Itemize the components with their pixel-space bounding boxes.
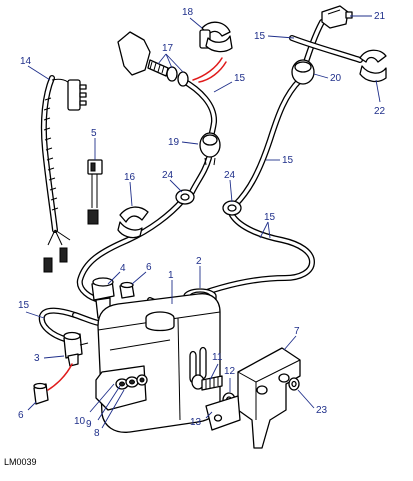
diagram-code: LM0039: [4, 457, 37, 467]
callout-2: 2: [196, 256, 202, 267]
callout-19: 19: [168, 137, 180, 148]
callout-12: 12: [224, 366, 236, 377]
callout-11: 11: [212, 352, 223, 363]
highlight-lines: [47, 57, 227, 391]
callout-20: 20: [330, 73, 342, 84]
callouts: 1 2 3 4 5 6 6 7 8 9 10 11 12: [18, 7, 386, 439]
callout-15a: 15: [234, 73, 246, 84]
part-22-clip: [359, 49, 387, 83]
callout-4: 4: [120, 263, 126, 274]
callout-15e: 15: [18, 300, 30, 311]
callout-3: 3: [34, 353, 40, 364]
callout-1: 1: [168, 270, 174, 281]
part-18-clip: [199, 21, 233, 53]
callout-22: 22: [374, 106, 386, 117]
callout-21: 21: [374, 11, 386, 22]
part-21-washer-jet: [321, 5, 353, 29]
part-1-washer-reservoir: [95, 293, 221, 433]
part-6-grommet-cap: [33, 281, 135, 405]
callout-15c: 15: [282, 155, 294, 166]
part-19-hose-connector: [199, 132, 221, 166]
callout-13: 13: [190, 417, 202, 428]
part-14-wiring-harness: [40, 75, 87, 273]
part-11-bolt: [191, 374, 223, 391]
callout-5: 5: [91, 128, 97, 139]
callout-6a: 6: [146, 262, 152, 273]
callout-16: 16: [124, 172, 136, 183]
part-23-fixing: [288, 377, 300, 391]
part-20-hose-connector: [291, 59, 315, 85]
callout-10: 10: [74, 416, 86, 427]
callout-8: 8: [94, 428, 100, 439]
callout-7: 7: [294, 326, 300, 337]
callout-15d: 15: [264, 212, 276, 223]
part-16-hose-clip: [117, 206, 149, 239]
callout-14: 14: [20, 56, 32, 67]
part-17-pipe-fitting: [117, 31, 189, 87]
part-3-washer-pump: [63, 331, 89, 367]
callout-15b: 15: [254, 31, 266, 42]
part-5-connector: [87, 159, 103, 225]
part-4-washer-pump: [91, 277, 115, 327]
part-24-grommets: [175, 189, 242, 216]
callout-23: 23: [316, 405, 328, 416]
callout-9: 9: [86, 419, 92, 430]
callout-17: 17: [162, 43, 174, 54]
callout-24a: 24: [162, 170, 174, 181]
callout-6b: 6: [18, 410, 24, 421]
callout-24b: 24: [224, 170, 236, 181]
callout-18: 18: [182, 7, 194, 18]
part-7-mounting-bracket: [205, 347, 301, 449]
